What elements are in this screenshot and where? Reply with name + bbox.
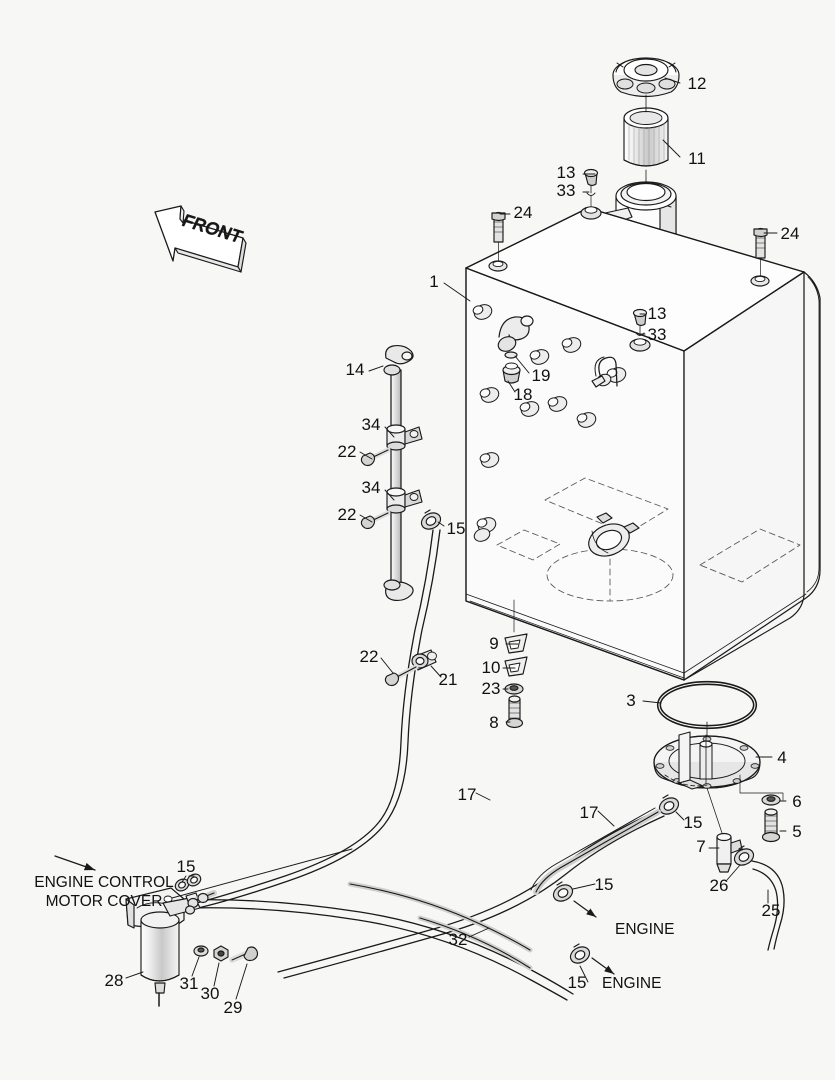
callout-17-left: 17 bbox=[458, 785, 477, 804]
callout-labels: 12 11 13 33 24 24 1 13 33 14 19 18 34 22… bbox=[105, 74, 802, 1017]
engine-arrow-upper bbox=[573, 900, 597, 918]
callout-21: 21 bbox=[439, 670, 458, 689]
elbow-fitting-19 bbox=[497, 315, 534, 352]
bracket-10 bbox=[504, 656, 528, 677]
return-hose-25 bbox=[751, 860, 785, 951]
text-notes: ENGINE CONTROL MOTOR COVER ENGINE ENGINE bbox=[34, 874, 674, 992]
callout-8: 8 bbox=[489, 713, 498, 732]
bolt-22-upper bbox=[360, 447, 391, 467]
callout-25: 25 bbox=[762, 901, 781, 920]
callout-15-standpipe: 15 bbox=[447, 519, 466, 538]
callout-10: 10 bbox=[482, 658, 501, 677]
tank-sender-boss bbox=[588, 512, 640, 557]
filter-bolt-29 bbox=[229, 946, 259, 963]
hose-clamp-15-engine-upper bbox=[552, 881, 574, 902]
sender-flange-4 bbox=[653, 731, 761, 790]
engine-note-lower: ENGINE bbox=[602, 975, 661, 992]
callout-31: 31 bbox=[180, 974, 199, 993]
callout-33-side: 33 bbox=[648, 325, 667, 344]
fuel-hose-17-right bbox=[277, 809, 665, 979]
sender-outlet-fitting-7 bbox=[706, 787, 743, 873]
callout-23: 23 bbox=[482, 679, 501, 698]
callout-14: 14 bbox=[346, 360, 365, 379]
bolt-24-right bbox=[750, 227, 770, 287]
bracket-9 bbox=[504, 633, 528, 654]
rigid-pipe-section bbox=[530, 807, 661, 895]
fuel-tank-body bbox=[465, 207, 821, 681]
callout-15-sender: 15 bbox=[684, 813, 703, 832]
fuel-filler-cap bbox=[612, 57, 680, 98]
callout-30: 30 bbox=[201, 984, 220, 1003]
callout-4: 4 bbox=[777, 748, 786, 767]
engine-branch-upper bbox=[347, 881, 533, 953]
bolt-8 bbox=[505, 695, 524, 729]
engine-feed-hose-32 bbox=[189, 899, 574, 1001]
engine-arrow-lower bbox=[591, 957, 615, 975]
callout-6: 6 bbox=[792, 792, 801, 811]
leader-lines bbox=[125, 77, 787, 1000]
callout-26: 26 bbox=[710, 876, 729, 895]
callout-12: 12 bbox=[688, 74, 707, 93]
engine-control-cover-line2: MOTOR COVER bbox=[46, 893, 163, 910]
filter-washer-31 bbox=[193, 945, 209, 957]
hose-clamp-15-standpipe bbox=[420, 509, 442, 530]
callout-15-engine-lower: 15 bbox=[568, 973, 587, 992]
hose-clamp-15-sender bbox=[658, 794, 680, 815]
engine-control-cover-arrow bbox=[54, 855, 96, 871]
standpipe-tube-14 bbox=[383, 344, 414, 602]
callout-29: 29 bbox=[224, 998, 243, 1017]
tube-clamp-34-lower bbox=[386, 487, 423, 514]
sender-washer-6 bbox=[761, 794, 781, 806]
bolt-22-bracket bbox=[384, 664, 419, 687]
callout-22-upper: 22 bbox=[338, 442, 357, 461]
sender-bolt-5 bbox=[761, 808, 781, 843]
callout-3: 3 bbox=[626, 691, 635, 710]
callout-13-side: 13 bbox=[648, 304, 667, 323]
callout-15-engine-upper: 15 bbox=[595, 875, 614, 894]
callout-34-lower: 34 bbox=[362, 478, 381, 497]
elbow-gasket bbox=[504, 351, 518, 359]
tank-vent-pipe bbox=[591, 356, 618, 388]
callout-13-top: 13 bbox=[557, 163, 576, 182]
fuel-hose-17-left bbox=[188, 529, 441, 910]
callout-15-filter: 15 bbox=[177, 857, 196, 876]
hose-clamp-15-engine-lower bbox=[569, 943, 591, 964]
callout-28: 28 bbox=[105, 971, 124, 990]
port-plug-18 bbox=[502, 362, 521, 384]
tank-port-bosses bbox=[472, 304, 627, 542]
bolt-22-lower bbox=[360, 510, 391, 530]
callout-33-top: 33 bbox=[557, 181, 576, 200]
callout-24-left: 24 bbox=[514, 203, 533, 222]
plug-13-top bbox=[580, 168, 602, 220]
callout-7: 7 bbox=[696, 837, 705, 856]
engine-note-upper: ENGINE bbox=[615, 921, 674, 938]
filter-inlet-fittings bbox=[174, 873, 217, 915]
callout-19: 19 bbox=[532, 366, 551, 385]
fuel-filter-28 bbox=[125, 887, 201, 1007]
callout-34-upper: 34 bbox=[362, 415, 381, 434]
filler-strainer bbox=[623, 107, 669, 167]
callout-22-lower: 22 bbox=[338, 505, 357, 524]
bolt-5-leader-bracket bbox=[739, 774, 784, 801]
callout-18: 18 bbox=[514, 385, 533, 404]
callout-24-right: 24 bbox=[781, 224, 800, 243]
callout-32: 32 bbox=[449, 930, 468, 949]
callout-22-bracket: 22 bbox=[360, 647, 379, 666]
plug-13-side bbox=[629, 308, 651, 352]
callout-5: 5 bbox=[792, 822, 801, 841]
washer-23 bbox=[504, 683, 524, 695]
engine-control-cover-line1: ENGINE CONTROL bbox=[34, 874, 174, 891]
tube-clamp-34-upper bbox=[386, 424, 423, 451]
callout-17-right: 17 bbox=[580, 803, 599, 822]
callout-1: 1 bbox=[429, 272, 438, 291]
tank-bottom-hidden-lines bbox=[496, 477, 801, 602]
callout-9: 9 bbox=[489, 634, 498, 653]
callout-11: 11 bbox=[688, 149, 706, 168]
filter-nut-30 bbox=[213, 945, 229, 962]
return-hose-clamp-26 bbox=[733, 845, 755, 866]
